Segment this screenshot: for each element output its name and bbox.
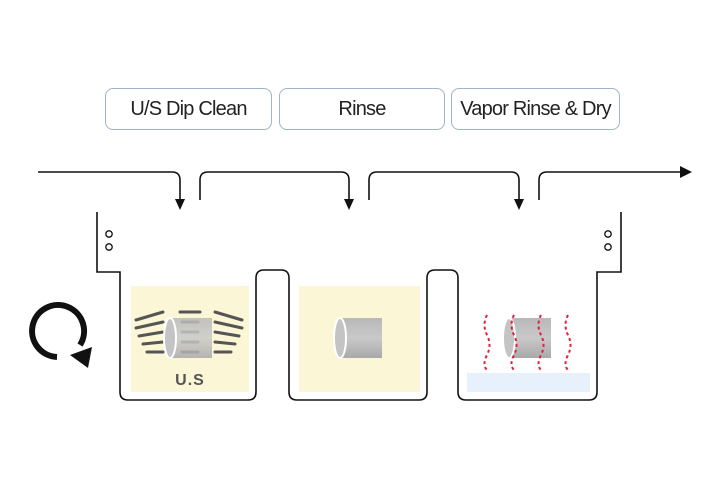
exit-arrow-head xyxy=(680,166,692,178)
conveyor-flow-path xyxy=(38,171,682,200)
cylinder-part-icon xyxy=(163,317,212,359)
step-label-rinse: Rinse xyxy=(279,88,445,130)
port-icon xyxy=(604,230,612,238)
down-arrow-head-1 xyxy=(175,199,185,210)
step-label-us-dip-clean: U/S Dip Clean xyxy=(105,88,272,130)
port-icon xyxy=(105,230,113,238)
vapor-rinse-liquid xyxy=(467,373,590,392)
cylinder-part-icon xyxy=(502,317,551,359)
conveyor-segment-2 xyxy=(368,171,520,200)
circular-arrow-icon xyxy=(29,302,92,368)
vapor-wave-lines xyxy=(483,314,572,371)
conveyor-segment-out xyxy=(538,171,682,200)
conveyor-segment-1 xyxy=(199,171,350,200)
step-label-vapor-rinse-dry: Vapor Rinse & Dry xyxy=(451,88,620,130)
tank-ports xyxy=(105,230,612,251)
port-icon xyxy=(105,243,113,251)
ultrasonic-tank-label: U.S xyxy=(175,372,205,389)
tank-outline xyxy=(96,212,622,401)
cylinder-part-icon xyxy=(333,317,382,359)
conveyor-segment-in xyxy=(38,171,181,200)
port-icon xyxy=(604,243,612,251)
down-arrow-head-2 xyxy=(344,199,354,210)
down-arrow-head-3 xyxy=(514,199,524,210)
